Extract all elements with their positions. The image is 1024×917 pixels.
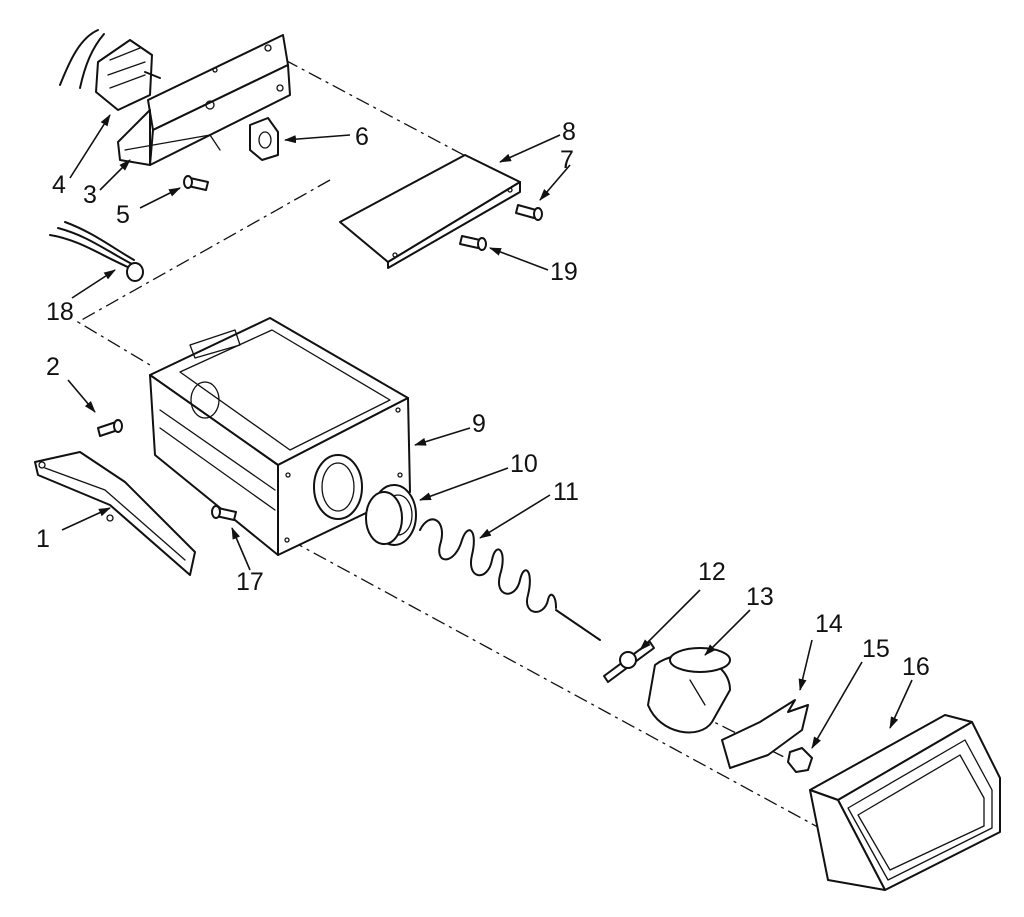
callout-3: 3 xyxy=(83,181,97,209)
callout-10: 10 xyxy=(510,450,538,478)
callout-2: 2 xyxy=(46,353,60,381)
callout-12: 12 xyxy=(698,558,726,586)
part-2-screw xyxy=(97,419,123,437)
callout-8: 8 xyxy=(562,118,576,146)
callout-5: 5 xyxy=(116,201,130,229)
callout-1: 1 xyxy=(36,525,50,553)
callout-18: 18 xyxy=(46,298,74,326)
part-16-front-housing xyxy=(809,714,1001,891)
part-8-cover-plate xyxy=(339,154,521,269)
part-4-motor xyxy=(59,29,161,111)
callout-16: 16 xyxy=(902,653,930,681)
part-18-wire-harness xyxy=(49,221,144,282)
callout-11: 11 xyxy=(553,478,579,506)
callout-7: 7 xyxy=(560,146,574,174)
part-6-clip xyxy=(249,117,279,161)
callout-4: 4 xyxy=(52,171,66,199)
callout-14: 14 xyxy=(815,610,843,638)
part-17-screw xyxy=(211,505,237,521)
callout-13: 13 xyxy=(746,583,774,611)
part-19-screw xyxy=(459,235,487,251)
part-9-ice-bin-housing xyxy=(149,317,411,556)
part-3-mounting-bracket xyxy=(117,34,291,166)
part-12-drive-coupler xyxy=(603,641,655,683)
callout-6: 6 xyxy=(355,123,369,151)
callout-arrows xyxy=(61,114,913,749)
part-7-screw xyxy=(515,204,543,221)
part-13-auger-blade xyxy=(647,647,731,734)
callout-labels: 1 2 3 4 5 6 7 8 9 10 11 12 13 14 15 16 1… xyxy=(36,118,930,681)
part-15-nut xyxy=(787,747,813,773)
part-11-auger-spring xyxy=(419,518,601,641)
callout-19: 19 xyxy=(550,258,578,286)
callout-9: 9 xyxy=(472,410,486,438)
part-10-bearing-cup xyxy=(365,484,417,546)
callout-15: 15 xyxy=(862,635,890,663)
part-5-screw xyxy=(183,175,209,191)
part-1-bracket-rail xyxy=(34,451,196,576)
callout-17: 17 xyxy=(236,568,264,596)
part-14-blade-bracket xyxy=(721,699,809,769)
